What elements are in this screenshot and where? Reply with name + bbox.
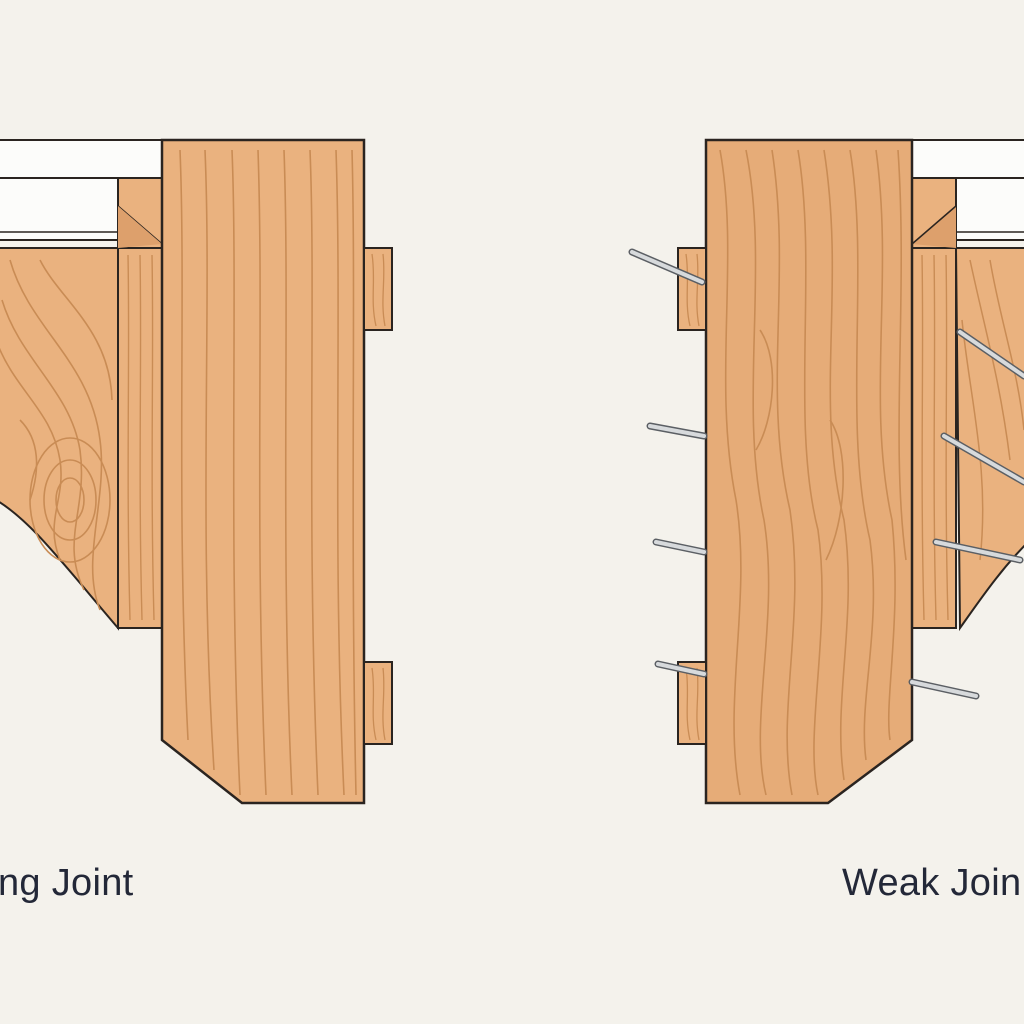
nail-icon <box>652 538 708 556</box>
weak-joint-illustration <box>628 138 1024 805</box>
strong-joint-caption: ng Joint <box>0 862 134 904</box>
post-grain-right <box>719 149 907 796</box>
nail-icon <box>932 538 1024 564</box>
nail-icon <box>654 660 708 678</box>
strong-joint-illustration <box>0 138 393 805</box>
top-white-board-right <box>909 139 1024 181</box>
nail-icon <box>908 678 980 700</box>
top-white-board <box>0 139 163 181</box>
upper-side-cleat <box>363 247 393 331</box>
main-post-right <box>704 138 914 805</box>
lower-white-board-right <box>955 177 1024 241</box>
protruding-nails <box>628 248 1024 700</box>
curved-brace-block <box>0 247 119 631</box>
brace-grain <box>0 259 113 611</box>
lower-white-board <box>0 177 121 241</box>
post-grain <box>179 149 357 796</box>
nail-icon <box>956 328 1024 380</box>
lower-side-cleat-right <box>677 661 707 745</box>
weak-joint-caption: Weak Join <box>842 862 1022 904</box>
curved-brace-block-right <box>954 247 1024 632</box>
nail-icon <box>628 248 706 286</box>
lower-side-cleat <box>363 661 393 745</box>
nail-icon <box>646 422 708 440</box>
nail-icon <box>940 432 1024 486</box>
upper-side-cleat-right <box>677 247 707 331</box>
